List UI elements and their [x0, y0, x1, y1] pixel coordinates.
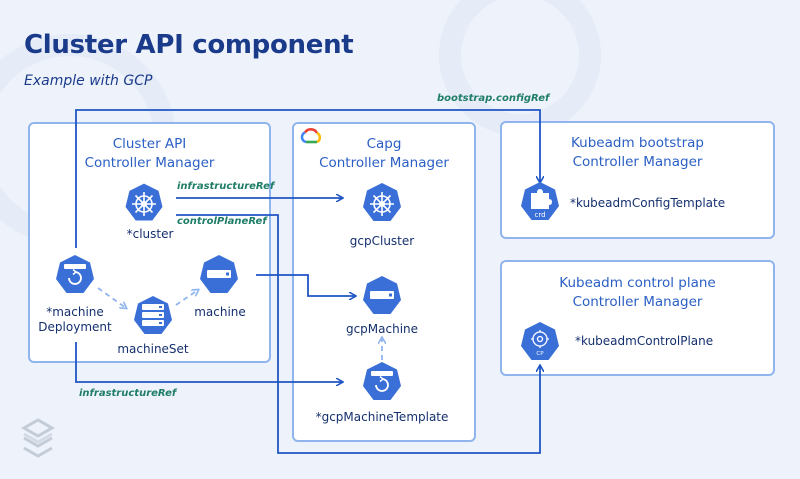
controlplaneref-edge — [176, 214, 540, 454]
machine-label: machine — [194, 305, 246, 319]
cp-text: CP — [536, 351, 544, 357]
kubeadm-bootstrap-title-1: Kubeadm bootstrap — [571, 135, 704, 151]
crd-text: crd — [534, 211, 545, 219]
crd-icon: crd — [521, 182, 559, 220]
node-icon — [363, 276, 401, 314]
page-title: Cluster API component — [24, 30, 354, 60]
machine-deployment-label-2: Deployment — [38, 320, 112, 334]
gcp-cluster-label: gcpCluster — [349, 234, 415, 248]
capi-box-title-2: Controller Manager — [84, 155, 215, 171]
cluster-label: *cluster — [126, 227, 174, 241]
infrastructureref-top-label: infrastructureRef — [177, 181, 275, 192]
node-icon — [200, 255, 238, 293]
deployment-icon — [363, 362, 401, 400]
deployment-icon — [56, 255, 94, 293]
capi-box-title-1: Cluster API — [112, 136, 187, 152]
control-plane-icon: CP — [521, 322, 559, 360]
kubeadm-control-plane-label: *kubeadmControlPlane — [575, 334, 714, 348]
kubeadm-cp-title-2: Controller Manager — [572, 294, 703, 310]
page-subtitle: Example with GCP — [24, 73, 153, 89]
gcp-machine-template-label: *gcpMachineTemplate — [315, 410, 449, 424]
gcp-machine-label: gcpMachine — [345, 322, 419, 336]
replicaset-icon — [134, 296, 172, 334]
machineset-machine-edge — [175, 290, 198, 306]
kubeadm-bootstrap-title-2: Controller Manager — [572, 154, 703, 170]
deployment-infrastructureref-edge — [75, 342, 342, 382]
kubeadm-cp-title-1: Kubeadm control plane — [559, 275, 716, 291]
capg-box-title-1: Capg — [366, 136, 402, 152]
machineset-label: machineSet — [117, 342, 189, 356]
kubernetes-wheel-icon — [363, 183, 401, 221]
kubeadm-config-template-label: *kubeadmConfigTemplate — [570, 196, 726, 210]
deployment-machineset-edge — [97, 287, 126, 308]
bootstrap-configref-edge — [75, 109, 540, 248]
controlplaneref-label: controlPlaneRef — [177, 216, 267, 227]
machine-gcpmachine-edge — [256, 274, 355, 296]
infrastructureref-bottom-label: infrastructureRef — [79, 388, 177, 399]
capg-box-title-2: Controller Manager — [319, 155, 449, 171]
kubernetes-wheel-icon — [124, 182, 164, 222]
google-cloud-icon — [300, 128, 322, 144]
layered-s-logo-icon — [20, 418, 56, 458]
machine-deployment-label-1: *machine — [46, 305, 104, 319]
bootstrap-configref-label: bootstrap.configRef — [437, 93, 550, 104]
